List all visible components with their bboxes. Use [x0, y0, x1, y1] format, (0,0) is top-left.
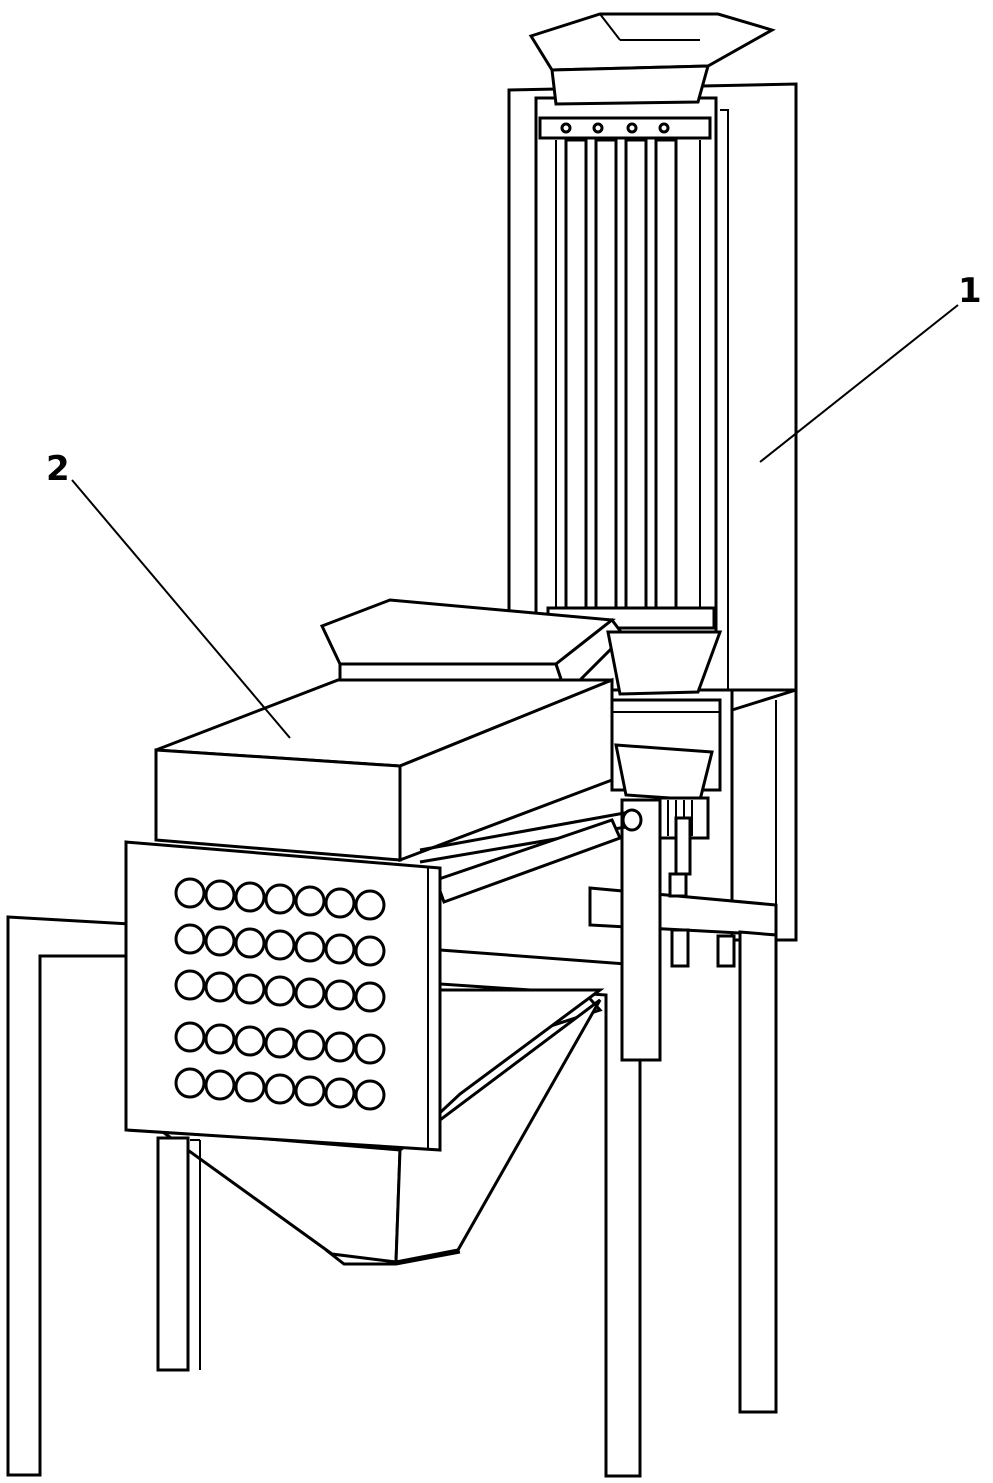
processing-box [124, 598, 723, 1372]
label-part-1: 1 [958, 271, 982, 311]
box-front [154, 748, 402, 862]
leader-line-2 [71, 479, 291, 739]
box-side [398, 677, 614, 863]
leader-line-1 [759, 304, 959, 463]
label-part-2: 2 [46, 449, 70, 489]
callouts: 1 2 [46, 271, 982, 739]
tower-column [507, 12, 798, 942]
transfer-mechanism [610, 698, 722, 1062]
transfer-chute [614, 743, 714, 802]
left-front-leg [156, 1136, 190, 1372]
tower-hopper [528, 12, 776, 72]
top-rail [538, 116, 712, 140]
panel-holes [174, 877, 386, 1111]
